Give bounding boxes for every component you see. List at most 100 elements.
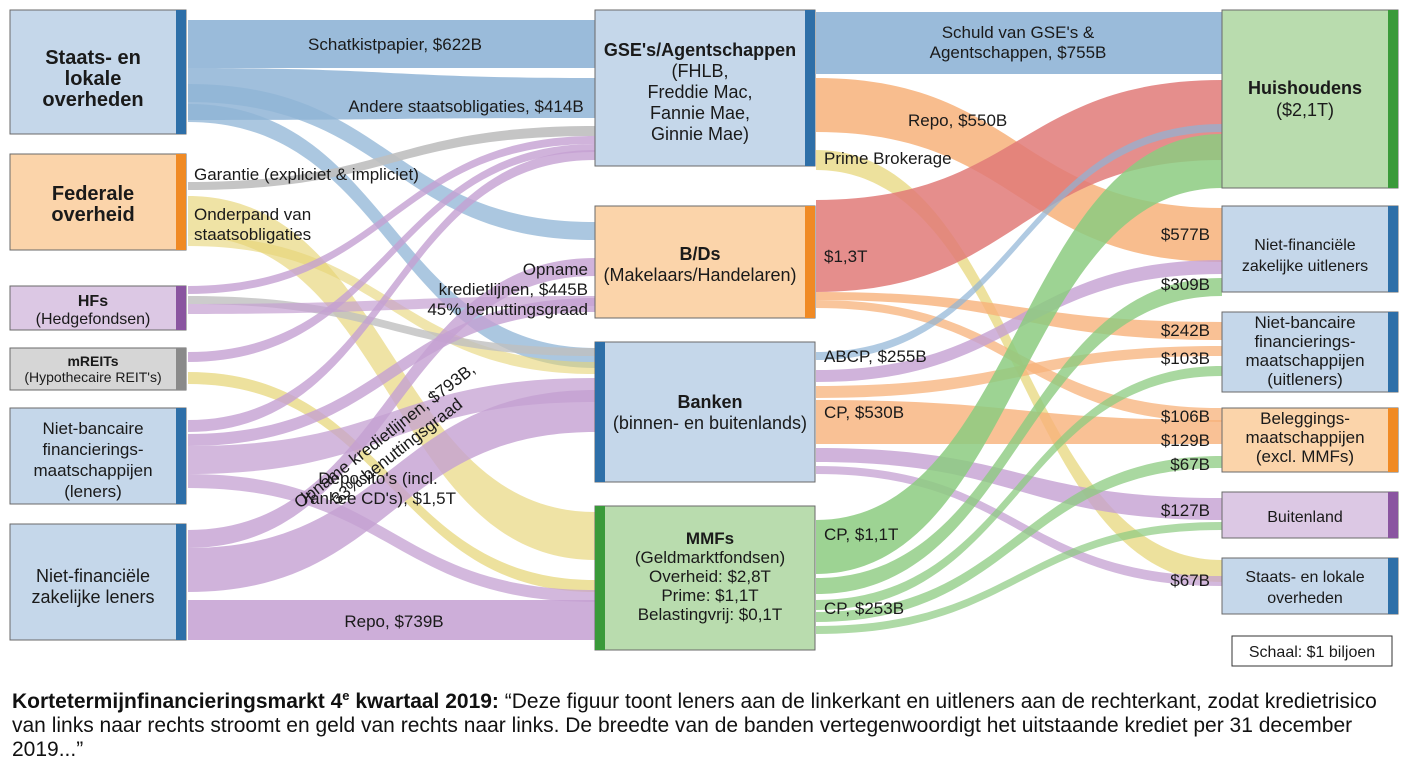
node-mreits: mREITs(Hypothecaire REIT's) (9, 347, 187, 391)
node-bar (176, 286, 186, 330)
flow-label-cp-530: CP, $530B (824, 403, 904, 422)
node-bar (176, 154, 186, 250)
flow-label-line: Yankee CD's), $1,5T (300, 489, 456, 508)
node-box (594, 505, 816, 651)
node-label-line: Freddie Mac, (647, 82, 752, 102)
flow-label-cp-11t: CP, $1,1T (824, 525, 898, 544)
band-hf-gray (188, 296, 595, 356)
node-box (1221, 9, 1399, 189)
node-bar (595, 506, 605, 650)
node-label-line: (Makelaars/Handelaren) (603, 265, 796, 285)
node-gse: GSE's/Agentschappen(FHLB,Freddie Mac,Fan… (594, 9, 816, 167)
flow-label-line: Schuld van GSE's & (942, 23, 1095, 42)
band-mreit-to-gse (188, 144, 595, 362)
node-label-line: GSE's/Agentschappen (604, 40, 796, 60)
node-bar (176, 524, 186, 640)
node-label-line: B/Ds (679, 244, 720, 264)
node-label-line: Beleggings- (1260, 409, 1350, 428)
node-box (594, 341, 816, 483)
flow-bands (188, 12, 1222, 640)
band-nfz-to-bd (188, 258, 595, 548)
flow-label-line: Opname (523, 260, 588, 279)
flow-label-line: kredietlijnen, $445B (439, 280, 588, 299)
node-label-line: Federale (52, 183, 134, 205)
node-label-line: Niet-bancaire (42, 419, 143, 438)
band-guarantee (188, 126, 595, 190)
node-bar (1388, 312, 1398, 392)
node-label-line: (Hedgefondsen) (36, 311, 151, 328)
node-bar (176, 10, 186, 134)
node-label-line: lokale (65, 68, 122, 90)
node-hfs: HFs(Hedgefondsen) (9, 285, 187, 331)
flow-label-v103: $103B (1161, 349, 1210, 368)
flow-label-cp-253: CP, $253B (824, 599, 904, 618)
node-bar (176, 408, 186, 504)
node-bar (805, 206, 815, 318)
node-label-line: Buitenland (1267, 509, 1343, 526)
band-nfz-to-banks (188, 390, 595, 592)
node-label-line: Ginnie Mae) (651, 124, 749, 144)
node-label: GSE's/Agentschappen(FHLB,Freddie Mac,Fan… (604, 40, 796, 144)
node-label-line: (leners) (64, 482, 122, 501)
flow-label-prime-brokerage: Prime Brokerage (824, 149, 952, 168)
flow-label-v127: $127B (1161, 501, 1210, 520)
flow-label-line: Onderpand van (194, 205, 311, 224)
node-box (594, 9, 816, 167)
node-label-line: zakelijke leners (31, 587, 154, 607)
node-bar (595, 342, 605, 482)
band-banks-abcp (816, 260, 1222, 382)
node-label-line: ($2,1T) (1276, 100, 1334, 120)
node-box (9, 153, 187, 251)
node-box (1221, 491, 1399, 539)
flow-label-line: staatsobligaties (194, 225, 311, 244)
flow-label-v67a: $67B (1170, 455, 1210, 474)
node-box (9, 523, 187, 641)
node-label-line: maatschappijen (33, 461, 152, 480)
node-label-line: (Geldmarktfondsen) (635, 548, 785, 567)
node-bar (1388, 558, 1398, 614)
node-label-line: Staats- en (45, 47, 141, 69)
node-label-line: (uitleners) (1267, 370, 1343, 389)
flow-label-bd-13t: $1,3T (824, 247, 867, 266)
flow-label-v129: $129B (1161, 431, 1210, 450)
node-label: Huishoudens($2,1T) (1248, 78, 1362, 120)
flow-label-repo-739: Repo, $739B (344, 612, 443, 631)
flow-label-line: Deposito's (incl. (318, 469, 437, 488)
node-label-line: Huishoudens (1248, 78, 1362, 98)
node-label: mREITs(Hypothecaire REIT's) (24, 353, 161, 385)
node-label-line: HFs (78, 293, 108, 310)
node-label-line: Niet-financiële (36, 566, 150, 586)
node-label-line: Belastingvrij: $0,1T (638, 605, 783, 624)
band-gse-debt (816, 12, 1222, 74)
band-banks-staats (816, 466, 1222, 586)
node-beleggings: Beleggings-maatschappijen(excl. MMFs) (1221, 407, 1399, 473)
band-banks-abcp-blue (816, 124, 1222, 360)
node-label-line: Overheid: $2,8T (649, 567, 771, 586)
node-box (9, 9, 187, 135)
flow-label-v242: $242B (1161, 321, 1210, 340)
node-huishoudens: Huishoudens($2,1T) (1221, 9, 1399, 189)
band-nbfm-to-gse (188, 150, 595, 432)
band-repo-739 (188, 600, 595, 640)
flow-label-abcp: ABCP, $255B (824, 347, 927, 366)
band-banks-cp530 (816, 400, 1222, 444)
flow-label-garantie: Garantie (expliciet & impliciet) (194, 165, 419, 184)
node-label-line: Niet-financiële (1254, 237, 1355, 254)
band-nbfm-to-banks (188, 378, 595, 474)
node-label-line: financierings- (1254, 332, 1355, 351)
band-nbfm-to-bd (188, 298, 595, 446)
node-box (1221, 311, 1399, 393)
node-label-line: Staats- en lokale (1245, 569, 1364, 586)
node-label: Banken(binnen- en buitenlands) (613, 392, 807, 433)
node-label-line: (FHLB, (671, 61, 728, 81)
